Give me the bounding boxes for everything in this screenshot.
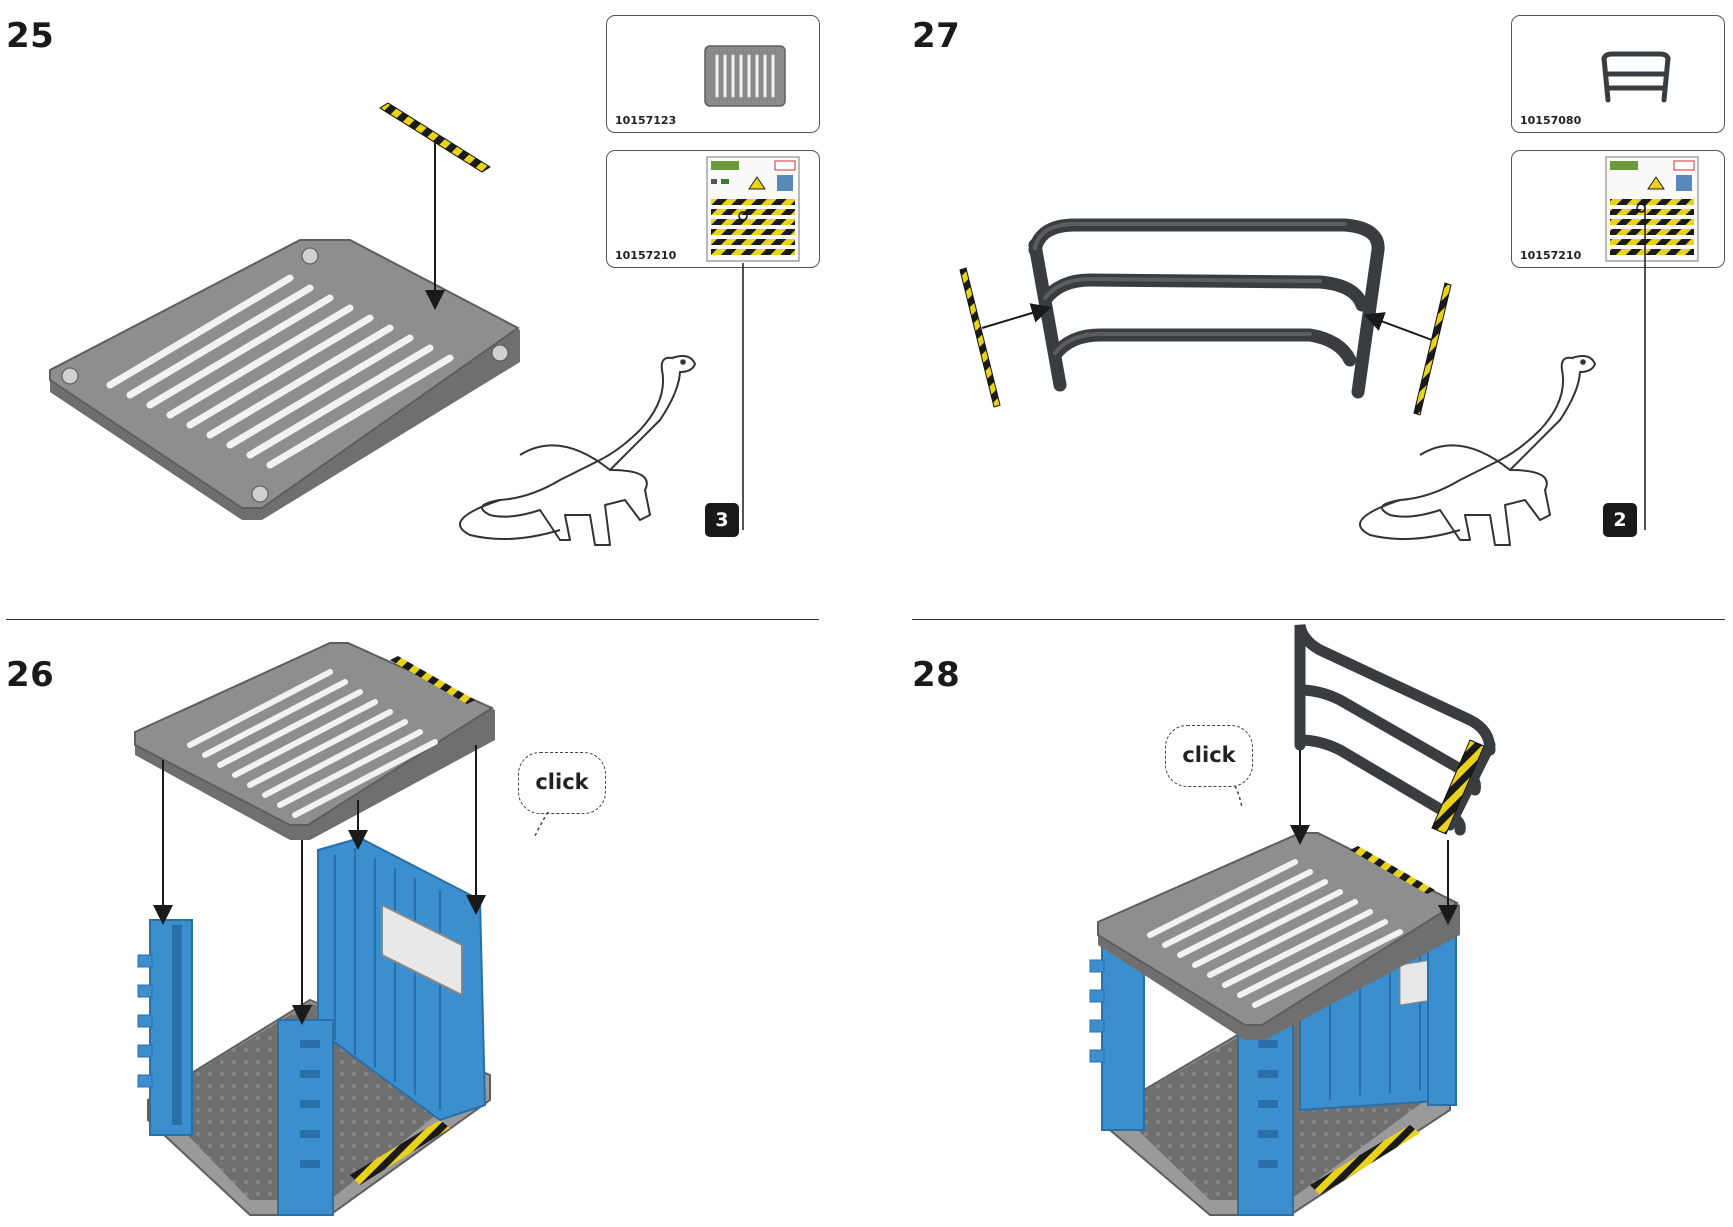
dinosaur-mascot-25 (459, 355, 696, 546)
part-code-railing: 10157080 (1520, 114, 1582, 127)
step25-hazard-sticker (379, 102, 491, 173)
step-number-25: 25 (6, 16, 55, 56)
step26-blue-front-post (277, 1019, 334, 1216)
sticker-sheet-icon-2 (1605, 156, 1699, 262)
step27-railing (1028, 218, 1385, 399)
step28-arrows (1290, 750, 1458, 925)
step27-arrow-right (1363, 312, 1433, 341)
step27-hazard-sticker-right (1413, 282, 1452, 416)
railing-part-icon (1601, 51, 1671, 103)
step-number-26: 26 (6, 655, 55, 695)
step26-arrows (153, 745, 486, 1025)
step26-blue-left-post (137, 919, 193, 1136)
part-code-sticker-25: 10157210 (615, 249, 677, 262)
click-callout-28: click (1165, 725, 1253, 787)
bubble-tail-28 (1234, 785, 1243, 809)
step25-grate-plate (49, 239, 520, 520)
part-code-sticker-27: 10157210 (1520, 249, 1582, 262)
sticker-step-badge-27: 2 (1603, 503, 1637, 537)
part-code-grate: 10157123 (615, 114, 677, 127)
dinosaur-mascot-27 (1359, 355, 1596, 546)
step26-grate-top (134, 642, 495, 840)
step26-blue-back-wall (317, 836, 487, 1122)
grate-part-icon (704, 45, 786, 107)
step27-hazard-sticker-left (959, 267, 1001, 408)
part-box-railing: 10157080 (1511, 15, 1725, 133)
step-number-28: 28 (912, 655, 961, 695)
sticker-sheet-icon (706, 156, 800, 262)
step28-hazard-on-railing (1431, 739, 1485, 835)
divider-right (912, 619, 1725, 620)
step27-arrow-left (981, 303, 1052, 329)
part-box-sticker-27: 10157210 (1511, 150, 1725, 268)
step28-grate-top (1097, 832, 1460, 1040)
step28-railing (1294, 623, 1496, 836)
step-number-27: 27 (912, 16, 961, 56)
sticker-step-badge-25: 3 (705, 503, 739, 537)
divider-left (6, 619, 819, 620)
click-callout-26: click (518, 752, 606, 814)
part-box-sticker-25: 10157210 (606, 150, 820, 268)
part-box-grate: 10157123 (606, 15, 820, 133)
bubble-tail-26 (533, 811, 549, 839)
